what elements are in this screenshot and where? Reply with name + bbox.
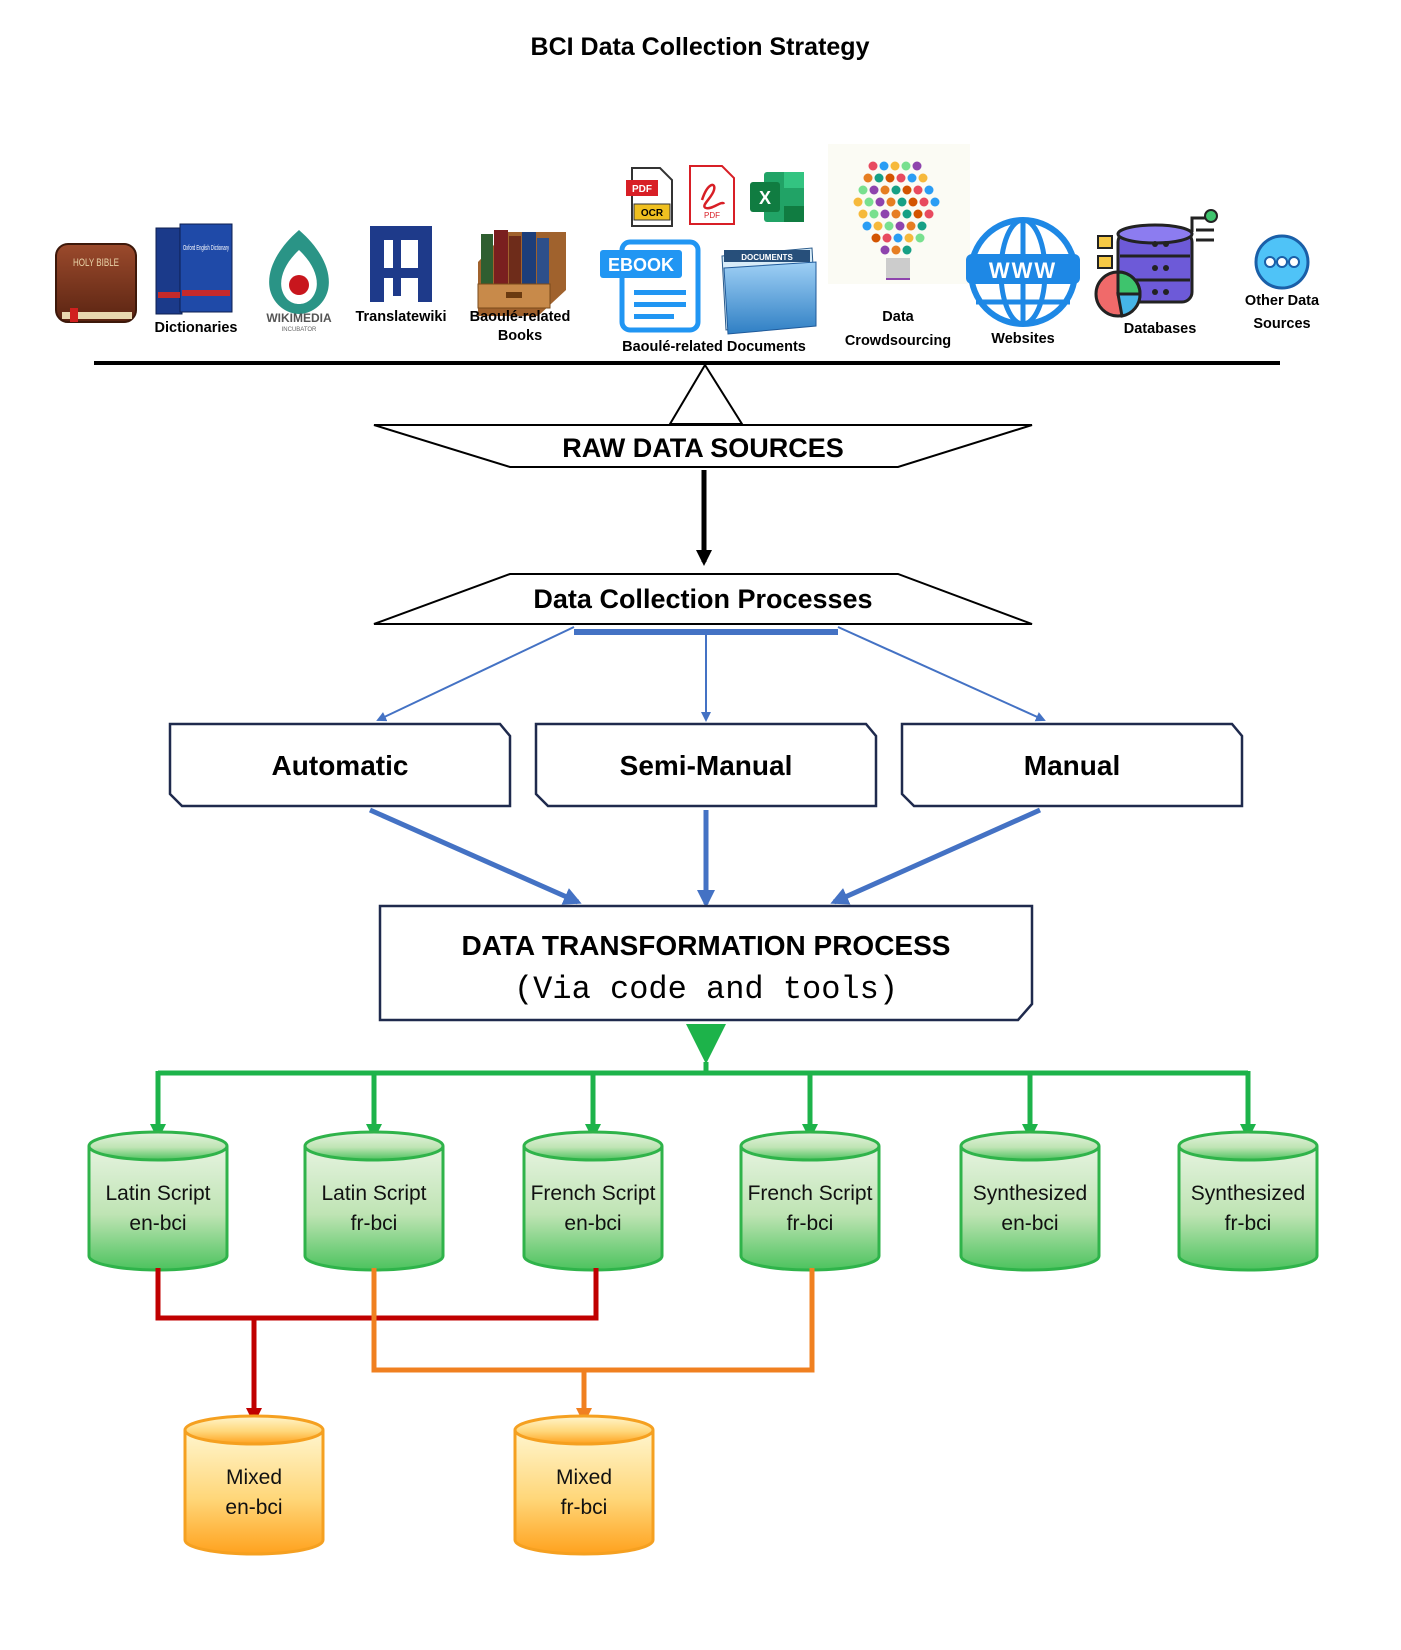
svg-text:DOCUMENTS: DOCUMENTS	[741, 253, 793, 262]
latin-script-en-bci-db: Latin Script en-bci	[87, 1130, 229, 1272]
dictionaries-label: Dictionaries	[155, 320, 238, 336]
excel-icon: X	[750, 172, 804, 222]
svg-text:Automatic: Automatic	[272, 750, 409, 781]
french-script-en-bci-db: French Script en-bci	[522, 1130, 664, 1272]
mixed-fr-bci-db-line1: Mixed	[556, 1466, 612, 1489]
translatewiki-label: Translatewiki	[355, 309, 446, 325]
holy-bible-icon: HOLY BIBLE	[55, 243, 137, 323]
synthesized-en-bci-db-line2: en-bci	[1001, 1212, 1058, 1235]
databases-label: Databases	[1124, 321, 1197, 337]
red-merge-connector	[155, 1268, 599, 1424]
svg-text:INCUBATOR: INCUBATOR	[282, 327, 317, 333]
automatic-box: Automatic	[168, 722, 512, 808]
synthesized-fr-bci-db-line2: fr-bci	[1225, 1212, 1272, 1235]
data-collection-processes-box: Data Collection Processes	[373, 573, 1033, 625]
svg-text:PDF: PDF	[704, 211, 720, 220]
websites-label: Websites	[991, 331, 1054, 347]
raw-data-sources-box: RAW DATA SOURCES	[373, 424, 1033, 468]
french-script-fr-bci-db-line2: fr-bci	[787, 1212, 834, 1235]
dictionary-books-icon: Oxford English Dictionary Dictionaries	[155, 223, 238, 336]
latin-script-en-bci-db-line1: Latin Script	[105, 1182, 210, 1205]
svg-text:OCR: OCR	[641, 208, 664, 219]
transform-subtitle: (Via code and tools)	[514, 971, 898, 1008]
www-globe-icon: WWW Websites	[966, 217, 1080, 347]
svg-text:Oxford English Dictionary: Oxford English Dictionary	[183, 245, 229, 252]
mixed-fr-bci-db-line2: fr-bci	[561, 1496, 608, 1519]
mixed-en-bci-db-line2: en-bci	[225, 1496, 282, 1519]
documents-icons: PDF OCR PDF X EBOOK	[600, 165, 817, 355]
translatewiki-icon: Translatewiki	[355, 226, 447, 325]
crowdsourcing-bulb-icon: Data Crowdsourcing	[828, 144, 970, 349]
more-dots-icon: Other Data Sources	[1245, 234, 1320, 332]
synthesized-fr-bci-db: Synthesized fr-bci	[1177, 1130, 1319, 1272]
documents-label: Baoulé-related Documents	[622, 339, 806, 355]
svg-text:RAW DATA SOURCES: RAW DATA SOURCES	[562, 433, 844, 463]
transform-title: DATA TRANSFORMATION PROCESS	[462, 930, 951, 961]
diagram-title: BCI Data Collection Strategy	[531, 33, 870, 61]
mixed-fr-bci-db: Mixed fr-bci	[513, 1414, 655, 1556]
crowdsourcing-label-line1: Data	[882, 309, 914, 325]
green-distribution-network	[150, 1024, 1256, 1140]
latin-script-fr-bci-db-line2: fr-bci	[351, 1212, 398, 1235]
arrow-to-manual	[837, 626, 1046, 722]
french-script-fr-bci-db-line1: French Script	[748, 1182, 873, 1205]
svg-text:PDF: PDF	[632, 184, 652, 195]
manual-box: Manual	[900, 722, 1244, 808]
arrow-to-automatic	[376, 626, 575, 722]
database-icon: Databases	[1094, 209, 1218, 337]
semi-manual-box: Semi-Manual	[534, 722, 878, 808]
latin-script-en-bci-db-line2: en-bci	[129, 1212, 186, 1235]
automatic-to-transform-arrow	[368, 807, 582, 905]
books-icon: Baoulé-related Books	[470, 230, 571, 344]
synthesized-en-bci-db-line1: Synthesized	[973, 1182, 1087, 1205]
svg-text:Manual: Manual	[1024, 750, 1120, 781]
pdf-ocr-icon: PDF OCR	[626, 167, 673, 227]
svg-text:WWW: WWW	[989, 258, 1057, 283]
data-transformation-box: DATA TRANSFORMATION PROCESS (Via code an…	[378, 904, 1034, 1022]
other-sources-label-line2: Sources	[1253, 316, 1310, 332]
crowdsourcing-label-line2: Crowdsourcing	[845, 333, 951, 349]
fulcrum-triangle	[668, 363, 744, 425]
latin-script-fr-bci-db: Latin Script fr-bci	[303, 1130, 445, 1272]
mixed-en-bci-db-line1: Mixed	[226, 1466, 282, 1489]
french-script-en-bci-db-line1: French Script	[531, 1182, 656, 1205]
svg-text:Data Collection Processes: Data Collection Processes	[533, 584, 872, 614]
latin-script-fr-bci-db-line1: Latin Script	[321, 1182, 426, 1205]
books-label-line2: Books	[498, 328, 542, 344]
french-script-en-bci-db-line2: en-bci	[564, 1212, 621, 1235]
wikimedia-incubator-icon: WIKIMEDIA INCUBATOR	[266, 230, 332, 333]
manual-to-transform-arrow	[830, 807, 1042, 905]
svg-text:WIKIMEDIA: WIKIMEDIA	[266, 311, 332, 325]
ebook-icon: EBOOK	[600, 239, 701, 333]
french-script-fr-bci-db: French Script fr-bci	[739, 1130, 881, 1272]
svg-text:HOLY BIBLE: HOLY BIBLE	[73, 257, 119, 269]
svg-text:Semi-Manual: Semi-Manual	[620, 750, 793, 781]
svg-text:EBOOK: EBOOK	[608, 255, 674, 275]
orange-merge-connector	[371, 1268, 815, 1424]
synthesized-en-bci-db: Synthesized en-bci	[959, 1130, 1101, 1272]
documents-folder-icon: DOCUMENTS	[721, 247, 817, 335]
other-sources-label-line1: Other Data	[1245, 293, 1320, 309]
books-label-line1: Baoulé-related	[470, 309, 571, 325]
svg-text:X: X	[759, 188, 771, 208]
synthesized-fr-bci-db-line1: Synthesized	[1191, 1182, 1305, 1205]
mixed-en-bci-db: Mixed en-bci	[183, 1414, 325, 1556]
pdf-file-icon: PDF	[689, 165, 735, 225]
